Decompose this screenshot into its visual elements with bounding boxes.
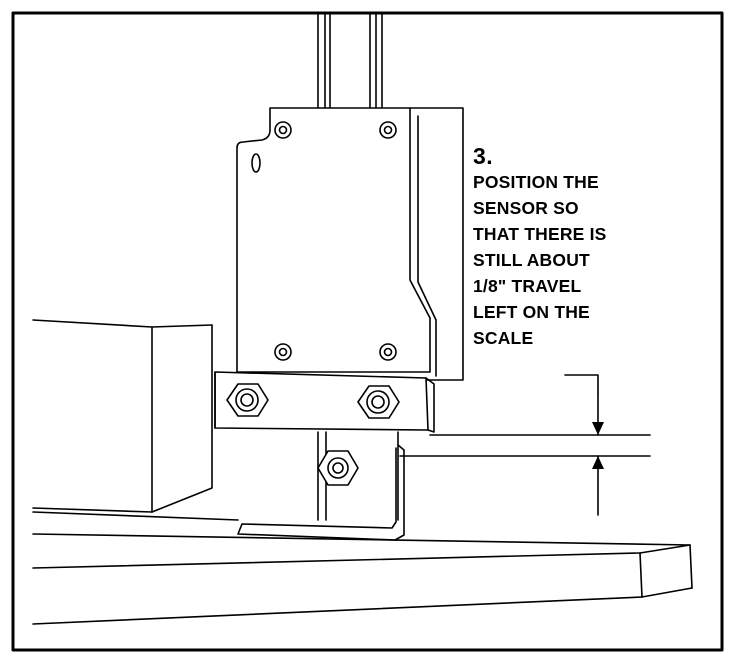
slot-hole <box>251 153 261 173</box>
instruction-line-2: SENSOR SO <box>473 198 579 218</box>
instruction-callout: 3. POSITION THE SENSOR SO THAT THERE IS … <box>473 143 713 351</box>
sensor-housing-side <box>409 107 464 381</box>
bracket-nuts <box>226 383 400 419</box>
step-number: 3. <box>473 143 494 169</box>
sensor-plate <box>236 107 431 373</box>
left-block <box>32 319 213 513</box>
dimension-lines <box>399 374 651 516</box>
arrow-up-icon <box>592 456 604 469</box>
rail-nut <box>317 450 359 486</box>
frame-border <box>11 11 724 652</box>
instruction-line-1: POSITION THE <box>473 172 599 192</box>
instruction-line-3: THAT THERE IS <box>473 224 607 244</box>
scale-rails <box>317 12 399 521</box>
arrow-down-icon <box>592 422 604 435</box>
instruction-line-4: STILL ABOUT <box>473 250 590 270</box>
plate-screws <box>274 121 397 361</box>
table-surface <box>32 511 693 625</box>
instruction-line-7: SCALE <box>473 328 534 348</box>
sensor-plate-edge <box>417 115 437 377</box>
instruction-line-6: LEFT ON THE <box>473 302 590 322</box>
l-bracket <box>237 444 405 541</box>
instruction-line-5: 1/8" TRAVEL <box>473 276 582 296</box>
